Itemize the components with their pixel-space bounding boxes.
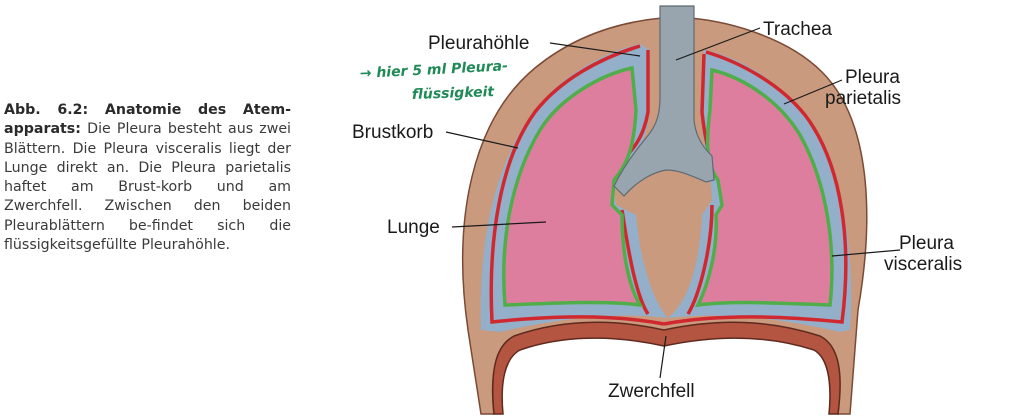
handwritten-note-line1: → hier 5 ml Pleura-: [359, 58, 508, 82]
pleura-parietalis-lower-right: [686, 204, 714, 315]
leader-trachea: [675, 27, 761, 61]
leader-lunge: [451, 221, 547, 228]
caption-title: Abb. 6.2: Anatomie des Atem-apparats:: [4, 102, 291, 138]
leader-zwerchfell: [659, 335, 667, 379]
label-zwerchfell: Zwerchfell: [608, 381, 695, 402]
handwritten-note-line2: flüssigkeit: [412, 84, 496, 103]
label-pleura-parietalis-line2: parietalis: [825, 88, 901, 109]
label-trachea: Trachea: [763, 19, 832, 40]
figure-caption: Abb. 6.2: Anatomie des Atem-apparats: Di…: [4, 101, 291, 255]
label-pleura-parietalis-line1: Pleura: [845, 67, 900, 88]
label-pleura-visceralis-line2: visceralis: [884, 254, 962, 275]
leader-pleura-parietalis: [783, 79, 843, 105]
lung-left: [502, 65, 644, 308]
pleura-parietalis-right: [663, 50, 848, 326]
trachea: [613, 5, 715, 197]
leader-pleura-visceralis: [831, 249, 901, 257]
label-pleura-visceralis-line1: Pleura: [899, 233, 954, 254]
leader-brustkorb: [445, 131, 519, 149]
caption-text: Die Pleura besteht aus zwei Blättern. Di…: [4, 121, 292, 254]
pleura-parietalis-left: [489, 44, 665, 326]
leader-pleurahoehle: [549, 42, 641, 57]
label-lunge: Lunge: [387, 217, 440, 238]
lung-right: [694, 67, 834, 308]
pleura-parietalis-lower-left: [620, 209, 650, 315]
diaphragm: [491, 321, 841, 415]
label-brustkorb: Brustkorb: [352, 122, 433, 143]
label-pleurahoehle: Pleurahöhle: [428, 33, 529, 54]
